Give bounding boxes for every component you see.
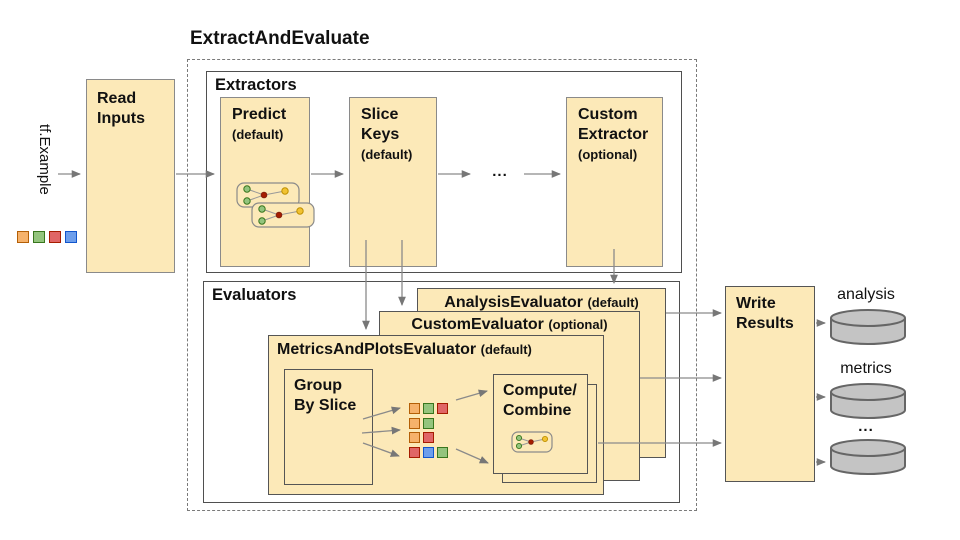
predict-extractor-box: Predict (default) bbox=[220, 97, 315, 267]
custom-extractor-qualifier: (optional) bbox=[578, 147, 638, 162]
custom-evaluator-name: CustomEvaluator bbox=[411, 316, 544, 333]
write-results-line1: Write bbox=[736, 295, 776, 312]
metrics-datastore-icon bbox=[830, 383, 906, 419]
red-square bbox=[423, 432, 434, 443]
group-by-slice-line2: By Slice bbox=[294, 397, 357, 414]
slice-row-2 bbox=[409, 418, 434, 429]
slice-keys-extractor-box: Slice Keys (default) bbox=[349, 97, 437, 267]
outputs-ellipsis: ... bbox=[858, 418, 874, 435]
custom-extractor-label-line1: Custom bbox=[578, 106, 638, 123]
read-inputs-box: Read Inputs bbox=[86, 79, 175, 273]
orange-square bbox=[17, 231, 29, 243]
analysis-evaluator-qualifier: (default) bbox=[587, 295, 639, 310]
green-square bbox=[423, 403, 434, 414]
slice-keys-label-line2: Keys bbox=[361, 126, 400, 143]
read-inputs-label-line1: Read bbox=[97, 90, 137, 107]
slice-keys-qualifier: (default) bbox=[361, 147, 413, 162]
blue-square bbox=[65, 231, 77, 243]
compute-combine-line1: Compute/ bbox=[503, 382, 577, 399]
orange-square bbox=[409, 432, 420, 443]
red-square bbox=[49, 231, 61, 243]
analysis-datastore-icon bbox=[830, 309, 906, 345]
slice-keys-label-line1: Slice bbox=[361, 106, 399, 123]
group-by-slice-line1: Group bbox=[294, 377, 342, 394]
output-label-metrics: metrics bbox=[840, 360, 892, 377]
group-by-slice-box: Group By Slice bbox=[284, 369, 373, 485]
custom-extractor-label-line2: Extractor bbox=[578, 126, 649, 143]
analysis-evaluator-name: AnalysisEvaluator bbox=[444, 294, 583, 311]
read-inputs-label-line2: Inputs bbox=[97, 110, 145, 127]
input-label: tf.Example bbox=[36, 124, 53, 195]
other-datastore-icon bbox=[830, 439, 906, 475]
metrics-evaluator-qualifier: (default) bbox=[480, 342, 532, 357]
extractors-label: Extractors bbox=[215, 76, 297, 94]
red-square bbox=[437, 403, 448, 414]
green-square bbox=[437, 447, 448, 458]
evaluators-label: Evaluators bbox=[212, 286, 297, 304]
orange-square bbox=[409, 403, 420, 414]
input-legend-squares bbox=[17, 231, 77, 243]
custom-extractor-box: Custom Extractor (optional) bbox=[566, 97, 663, 267]
metrics-evaluator-name: MetricsAndPlotsEvaluator bbox=[277, 341, 477, 358]
extractors-ellipsis: ... bbox=[492, 163, 508, 180]
write-results-box: Write Results bbox=[725, 286, 815, 482]
custom-evaluator-qualifier: (optional) bbox=[548, 317, 608, 332]
slice-row-4 bbox=[409, 447, 448, 458]
combine-graph-icon bbox=[511, 431, 553, 453]
output-label-analysis: analysis bbox=[837, 286, 895, 303]
blue-square bbox=[423, 447, 434, 458]
compute-combine-line2: Combine bbox=[503, 402, 572, 419]
green-square bbox=[423, 418, 434, 429]
extract-and-evaluate-container bbox=[187, 59, 697, 511]
write-results-line2: Results bbox=[736, 315, 794, 332]
predict-label: Predict bbox=[232, 106, 287, 123]
orange-square bbox=[409, 418, 420, 429]
red-square bbox=[409, 447, 420, 458]
slice-row-3 bbox=[409, 432, 434, 443]
slice-row-1 bbox=[409, 403, 448, 414]
compute-combine-box: Compute/ Combine bbox=[493, 374, 588, 474]
green-square bbox=[33, 231, 45, 243]
model-graph-icon bbox=[236, 182, 315, 228]
diagram-title: ExtractAndEvaluate bbox=[190, 28, 370, 49]
predict-qualifier: (default) bbox=[232, 127, 284, 142]
